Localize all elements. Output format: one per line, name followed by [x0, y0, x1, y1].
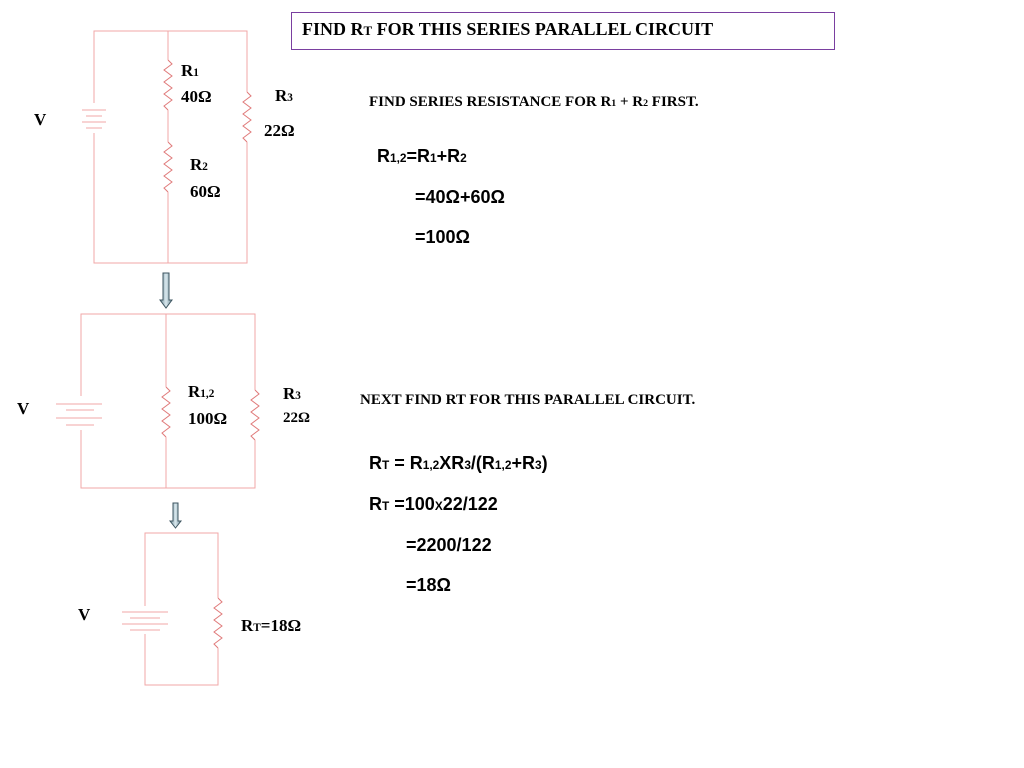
- r12-value-label: 100Ω: [188, 409, 228, 428]
- down-arrow-2-icon: [168, 502, 183, 529]
- circuit-3: [122, 532, 224, 686]
- circuit-2: [56, 313, 261, 489]
- r1-name-label: R1: [181, 61, 199, 80]
- resistor-r3-symbol: [242, 91, 252, 143]
- step2-equation-1: RT = R1,2XR3/(R1,2+R3): [369, 453, 548, 473]
- page-title: FIND RT FOR THIS SERIES PARALLEL CIRCUIT: [302, 19, 714, 39]
- circuit-3-source-label: V: [78, 605, 91, 624]
- step2-heading: NEXT FIND RT FOR THIS PARALLEL CIRCUIT.: [360, 392, 696, 408]
- down-arrow-1-icon: [159, 272, 173, 309]
- circuit-1: [80, 30, 253, 264]
- r2-value-label: 60Ω: [190, 182, 221, 201]
- r1-value-label: 40Ω: [181, 87, 212, 106]
- r2-name-label: R2: [190, 155, 208, 174]
- step1-equation-1: R1,2=R1+R2: [377, 146, 467, 166]
- resistor-r3-2-symbol: [250, 389, 260, 441]
- resistor-r2-symbol: [163, 141, 173, 193]
- r3-name-label: R3: [275, 86, 293, 105]
- r3-value-label: 22Ω: [264, 121, 295, 140]
- rt-label: RT=18Ω: [241, 616, 302, 635]
- resistor-r1-symbol: [163, 59, 173, 111]
- resistor-r12-symbol: [161, 386, 171, 438]
- step2-equation-3: =2200/122: [406, 535, 492, 555]
- r3-2-value-label: 22Ω: [283, 410, 311, 426]
- circuit-1-outer-wire: [93, 30, 248, 264]
- r12-name-label: R1,2: [188, 382, 215, 401]
- resistor-rt-symbol: [213, 597, 223, 649]
- title-box: [291, 12, 835, 50]
- step2-equation-4: =18Ω: [406, 575, 451, 595]
- step1-equation-2: =40Ω+60Ω: [415, 187, 505, 207]
- step2-equation-2: RT =100X22/122: [369, 494, 498, 514]
- circuit-1-source-label: V: [34, 110, 47, 129]
- circuit-2-source-label: V: [17, 399, 30, 418]
- step1-heading: FIND SERIES RESISTANCE FOR R1 + R2 FIRST…: [369, 94, 699, 110]
- step1-equation-3: =100Ω: [415, 227, 470, 247]
- r3-2-name-label: R3: [283, 384, 301, 403]
